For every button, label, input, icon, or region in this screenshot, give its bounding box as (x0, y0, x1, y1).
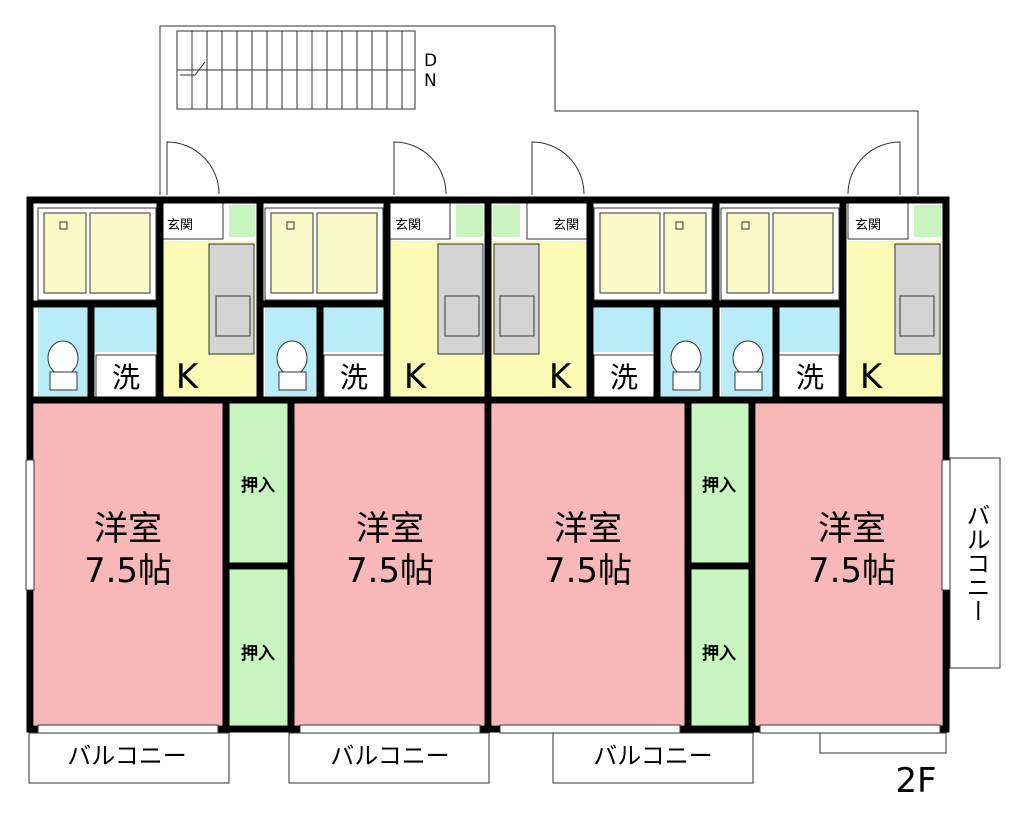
windows (25, 459, 951, 734)
wash-boxes (95, 354, 840, 398)
unit4-room-size: 7.5帖 (808, 551, 896, 591)
unit3-entrance (526, 202, 588, 240)
unit3-shoe-storage (493, 205, 520, 237)
unit3-closet-lower (690, 570, 749, 725)
unit2-room-size: 7.5帖 (346, 551, 434, 591)
unit2-shoe-storage (456, 205, 483, 237)
bathrooms (37, 207, 840, 301)
stairs-direction-d: D (424, 51, 437, 71)
kitchen-appliances (208, 243, 941, 355)
unit4-shoe-storage (914, 205, 941, 237)
unit3-closet-upper (690, 403, 749, 563)
unit2-entrance-label: 玄関 (395, 218, 421, 233)
unit4-entrance (847, 202, 909, 240)
unit1-kitchen-label: K (176, 357, 200, 397)
unit1-closet-label-upper: 押入 (241, 475, 275, 496)
unit2-balcony-label: バルコニー (330, 742, 450, 770)
unit3-kitchen-label: K (549, 357, 573, 397)
unit1-shoe-storage (229, 205, 255, 237)
unit3-balcony-label: バルコニー (593, 742, 713, 770)
unit1-entrance (162, 202, 224, 240)
unit1-closet-lower (229, 570, 288, 725)
unit3-entrance-label: 玄関 (553, 218, 579, 233)
unit2-kitchen-label: K (404, 357, 428, 397)
unit1-western-room (34, 403, 223, 725)
unit1-room-size: 7.5帖 (84, 551, 172, 591)
corridor-outline (159, 25, 919, 195)
stairs (176, 30, 416, 110)
entrance-doors (166, 141, 901, 195)
unit4-wash-label: 洗 (796, 361, 824, 394)
unit4-balcony-label: バルコニー (962, 503, 990, 623)
unit3-western-room (492, 403, 685, 725)
unit2-room-name: 洋室 (356, 509, 424, 549)
balconies (28, 457, 1001, 784)
unit4-room-name: 洋室 (818, 509, 886, 549)
unit1-room-name: 洋室 (94, 509, 162, 549)
unit3-closet-label-lower: 押入 (702, 643, 736, 664)
unit3-wash-label: 洗 (610, 361, 638, 394)
unit3-room-name: 洋室 (554, 509, 622, 549)
stairs-direction-n: N (424, 71, 437, 91)
floor-label: 2F (895, 761, 936, 801)
unit4-entrance-label: 玄関 (855, 218, 881, 233)
unit1-closet-upper (229, 403, 288, 563)
unit3-room-size: 7.5帖 (544, 551, 632, 591)
unit1-entrance-label: 玄関 (167, 218, 193, 233)
unit4-western-room (756, 403, 942, 725)
unit3-closet-label-upper: 押入 (702, 475, 736, 496)
unit1-wash-label: 洗 (112, 361, 140, 394)
unit1-balcony-label: バルコニー (67, 742, 187, 770)
unit1-closet-label-lower: 押入 (241, 643, 275, 664)
unit4-kitchen-label: K (860, 357, 884, 397)
bath-drains (59, 221, 750, 230)
toilets (47, 340, 764, 391)
unit2-western-room (294, 403, 485, 725)
unit2-wash-label: 洗 (340, 361, 368, 394)
